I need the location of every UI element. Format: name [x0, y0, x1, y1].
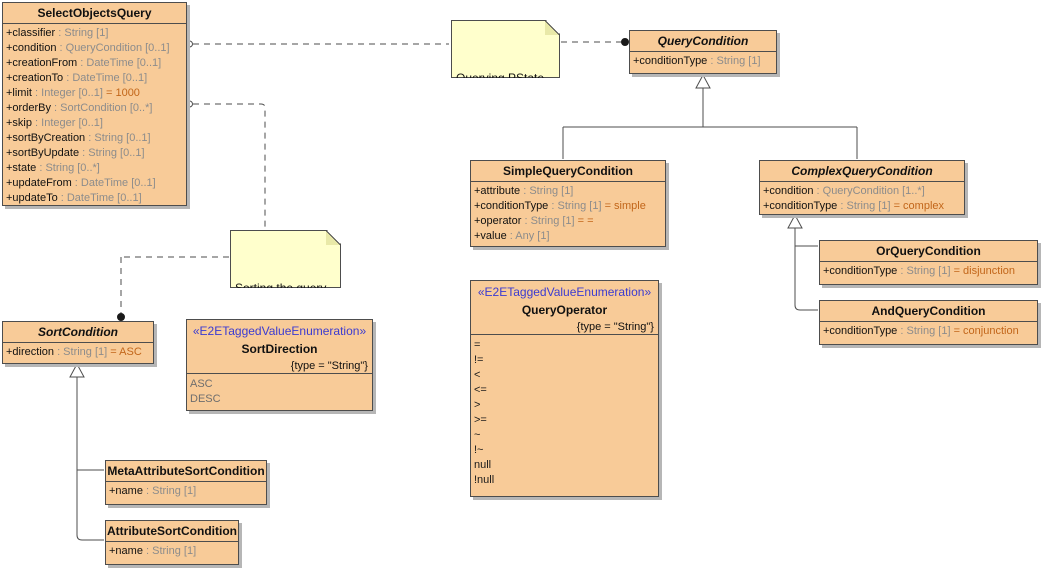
attribute-compartment: +conditionType : String [1]	[630, 52, 776, 69]
attribute-row[interactable]: +sortByUpdate : String [0..1]	[6, 147, 145, 159]
attribute-compartment: +attribute : String [1] +conditionType : …	[471, 182, 665, 244]
attribute-row[interactable]: +conditionType : String [1] = simple	[474, 200, 646, 212]
enum-stereotype: «E2ETaggedValueEnumeration»	[192, 324, 367, 338]
enum-title: SortDirection	[241, 342, 318, 356]
attribute-compartment: +name : String [1]	[106, 482, 266, 499]
attribute-compartment: +name : String [1]	[106, 542, 238, 559]
note-anchor-edge-orderby[interactable]	[186, 100, 266, 229]
class-title: MetaAttributeSortCondition	[106, 461, 266, 482]
attribute-compartment: +condition : QueryCondition [1..*] +condi…	[760, 182, 964, 214]
enum-literal[interactable]: null	[474, 459, 492, 471]
attribute-compartment: +direction : String [1] = ASC	[3, 343, 153, 360]
class-complex-query-condition[interactable]: ComplexQueryCondition +condition : Query…	[759, 160, 965, 215]
enum-literal-compartment: ASC DESC	[187, 374, 372, 407]
class-or-query-condition[interactable]: OrQueryCondition +conditionType : String…	[819, 240, 1038, 285]
enum-query-operator[interactable]: «E2ETaggedValueEnumeration» QueryOperato…	[470, 280, 659, 497]
enum-stereotype: «E2ETaggedValueEnumeration»	[477, 285, 652, 299]
class-select-objects-query[interactable]: SelectObjectsQuery +classifier : String …	[2, 2, 187, 206]
attribute-row[interactable]: +updateFrom : DateTime [0..1]	[6, 177, 156, 189]
attribute-compartment: +conditionType : String [1] = disjunctio…	[820, 262, 1037, 279]
note-querying-pstate-objects[interactable]: Querying PState Objects	[451, 20, 560, 78]
enum-tagged-value: {type = "String"}	[290, 360, 368, 372]
enum-literal[interactable]: ASC	[190, 378, 213, 390]
class-and-query-condition[interactable]: AndQueryCondition +conditionType : Strin…	[819, 300, 1038, 345]
attribute-row[interactable]: +conditionType : String [1]	[633, 55, 761, 67]
note-anchor-edge-condition[interactable]	[186, 40, 450, 48]
enum-literal[interactable]: !=	[474, 354, 484, 366]
attribute-row[interactable]: +name : String [1]	[109, 485, 197, 497]
class-title: AndQueryCondition	[820, 301, 1037, 322]
generalization-edge-sortcondition[interactable]	[69, 362, 104, 541]
class-title: SortCondition	[3, 322, 153, 343]
attribute-row[interactable]: +skip : Integer [0..1]	[6, 117, 103, 129]
attribute-row[interactable]: +condition : QueryCondition [0..1]	[6, 42, 170, 54]
generalization-edge-complexquerycondition[interactable]	[787, 213, 818, 311]
attribute-row[interactable]: +value : Any [1]	[474, 230, 550, 242]
attribute-anchor-icon	[186, 100, 193, 108]
enum-literal[interactable]: DESC	[190, 393, 221, 405]
attribute-row[interactable]: +conditionType : String [1] = disjunctio…	[823, 265, 1016, 277]
element-anchor-dot-icon	[621, 38, 629, 46]
attribute-row[interactable]: +name : String [1]	[109, 545, 197, 557]
enum-literal[interactable]: <=	[474, 384, 487, 396]
attribute-row[interactable]: +condition : QueryCondition [1..*]	[763, 185, 925, 197]
enum-header: «E2ETaggedValueEnumeration» QueryOperato…	[471, 281, 658, 335]
enum-literal[interactable]: ~	[474, 429, 481, 441]
attribute-row[interactable]: +creationTo : DateTime [0..1]	[6, 72, 148, 84]
attribute-row[interactable]: +limit : Integer [0..1] = 1000	[6, 87, 140, 99]
attribute-row[interactable]: +conditionType : String [1] = complex	[763, 200, 945, 212]
enum-title: QueryOperator	[521, 303, 608, 317]
enum-header: «E2ETaggedValueEnumeration» SortDirectio…	[187, 320, 372, 374]
enum-literal[interactable]: <	[474, 369, 481, 381]
class-title: ComplexQueryCondition	[760, 161, 964, 182]
attribute-row[interactable]: +classifier : String [1]	[6, 27, 109, 39]
enum-literal[interactable]: >	[474, 399, 481, 411]
attribute-row[interactable]: +state : String [0..*]	[6, 162, 100, 174]
class-title: OrQueryCondition	[820, 241, 1037, 262]
attribute-row[interactable]: +updateTo : DateTime [0..1]	[6, 192, 142, 204]
generalization-edge-querycondition[interactable]	[562, 73, 858, 159]
class-title: AttributeSortCondition	[106, 521, 238, 542]
class-simple-query-condition[interactable]: SimpleQueryCondition +attribute : String…	[470, 160, 666, 247]
attribute-row[interactable]: +orderBy : SortCondition [0..*]	[6, 102, 153, 114]
generalization-arrowhead-icon	[787, 213, 803, 229]
attribute-row[interactable]: +sortByCreation : String [0..1]	[6, 132, 151, 144]
attribute-anchor-icon	[186, 40, 193, 48]
enum-literal[interactable]: !~	[474, 444, 484, 456]
class-title: SimpleQueryCondition	[471, 161, 665, 182]
class-title: QueryCondition	[630, 31, 776, 52]
class-query-condition[interactable]: QueryCondition +conditionType : String […	[629, 30, 777, 74]
attribute-compartment: +conditionType : String [1] = conjunctio…	[820, 322, 1037, 339]
class-attribute-sort-condition[interactable]: AttributeSortCondition +name : String [1…	[105, 520, 239, 565]
attribute-row[interactable]: +conditionType : String [1] = conjunctio…	[823, 325, 1019, 337]
attribute-row[interactable]: +attribute : String [1]	[474, 185, 574, 197]
generalization-arrowhead-icon	[69, 362, 85, 378]
generalization-arrowhead-icon	[695, 73, 711, 89]
attribute-row[interactable]: +direction : String [1] = ASC	[6, 346, 142, 358]
enum-literal[interactable]: !null	[474, 474, 495, 486]
element-anchor-dot-icon	[117, 313, 125, 321]
note-anchor-edge-querycondition[interactable]	[561, 38, 629, 46]
note-anchor-edge-sortcondition[interactable]	[117, 256, 230, 321]
enum-literal[interactable]: =	[474, 339, 481, 351]
attribute-compartment: +classifier : String [1] +condition : Que…	[3, 24, 186, 206]
enum-sort-direction[interactable]: «E2ETaggedValueEnumeration» SortDirectio…	[186, 319, 373, 411]
enum-tagged-value: {type = "String"}	[576, 321, 654, 333]
class-title: SelectObjectsQuery	[3, 3, 186, 24]
attribute-row[interactable]: +operator : String [1] = =	[474, 215, 594, 227]
note-sorting-query-results[interactable]: Sorting the query results	[230, 230, 341, 288]
enum-literal[interactable]: >=	[474, 414, 487, 426]
class-meta-attribute-sort-condition[interactable]: MetaAttributeSortCondition +name : Strin…	[105, 460, 267, 505]
class-sort-condition[interactable]: SortCondition +direction : String [1] = …	[2, 321, 154, 364]
enum-literal-compartment: = != < <= > >= ~ !~ null !null	[471, 335, 658, 488]
attribute-row[interactable]: +creationFrom : DateTime [0..1]	[6, 57, 162, 69]
